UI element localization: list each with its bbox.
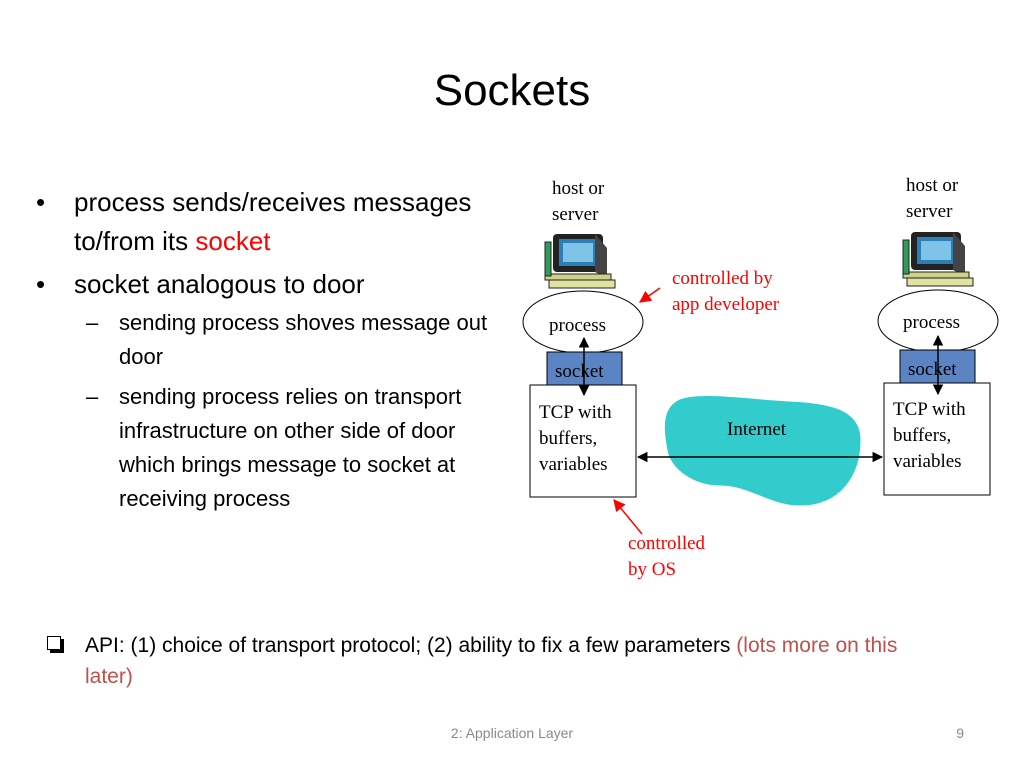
tcp-label-left: TCP with buffers, variables — [539, 402, 612, 475]
host-label-right: host or server — [906, 175, 959, 222]
sub-bullet-item: – sending process relies on transport in… — [34, 380, 494, 516]
api-text: API: (1) choice of transport protocol; (… — [85, 634, 737, 657]
annotation-os: controlled by OS — [628, 533, 706, 580]
api-note: API: (1) choice of transport protocol; (… — [47, 630, 947, 692]
sub-bullet-item: – sending process shoves message out doo… — [34, 306, 494, 374]
footer-text: 2: Application Layer — [450, 725, 574, 741]
os-arrow — [613, 499, 643, 535]
computer-icon-right — [902, 232, 974, 287]
internet-label: Internet — [727, 419, 787, 440]
bullet-item: • socket analogous to door — [34, 265, 494, 304]
socket-label-right: socket — [908, 359, 957, 380]
checkbox-bullet-icon — [47, 636, 61, 650]
sub-bullet-text: sending process relies on transport infr… — [119, 384, 462, 511]
dash-icon: – — [86, 310, 99, 335]
api-muted-text: (lots more on this later) — [85, 634, 898, 688]
bullet-dot-icon: • — [36, 269, 46, 299]
dash-icon: – — [86, 384, 99, 409]
tcp-box-left — [529, 384, 637, 498]
app-developer-arrow — [639, 287, 661, 303]
bullet-text: process sends/receives messages to/from … — [74, 187, 472, 256]
bullet-dot-icon: • — [36, 187, 46, 217]
annotation-app-developer: controlled by app developer — [672, 268, 780, 315]
page-number: 9 — [956, 725, 964, 741]
process-label-left: process — [549, 315, 606, 336]
process-label-right: process — [903, 312, 960, 333]
bullet-highlight: socket — [195, 226, 271, 256]
internet-cloud — [664, 396, 861, 506]
socket-label-left: socket — [555, 361, 604, 382]
tcp-box-right — [883, 382, 991, 496]
computer-icon-left — [544, 234, 616, 289]
tcp-label-right: TCP with buffers, variables — [893, 399, 966, 472]
sub-bullet-text: sending process shoves message out door — [119, 310, 488, 369]
bullet-item: • process sends/receives messages to/fro… — [34, 183, 494, 261]
bullet-text: socket analogous to door — [74, 269, 365, 299]
bullet-list: • process sends/receives messages to/fro… — [34, 183, 494, 516]
host-label-left: host or server — [552, 178, 605, 225]
slide-title: Sockets — [433, 66, 591, 115]
